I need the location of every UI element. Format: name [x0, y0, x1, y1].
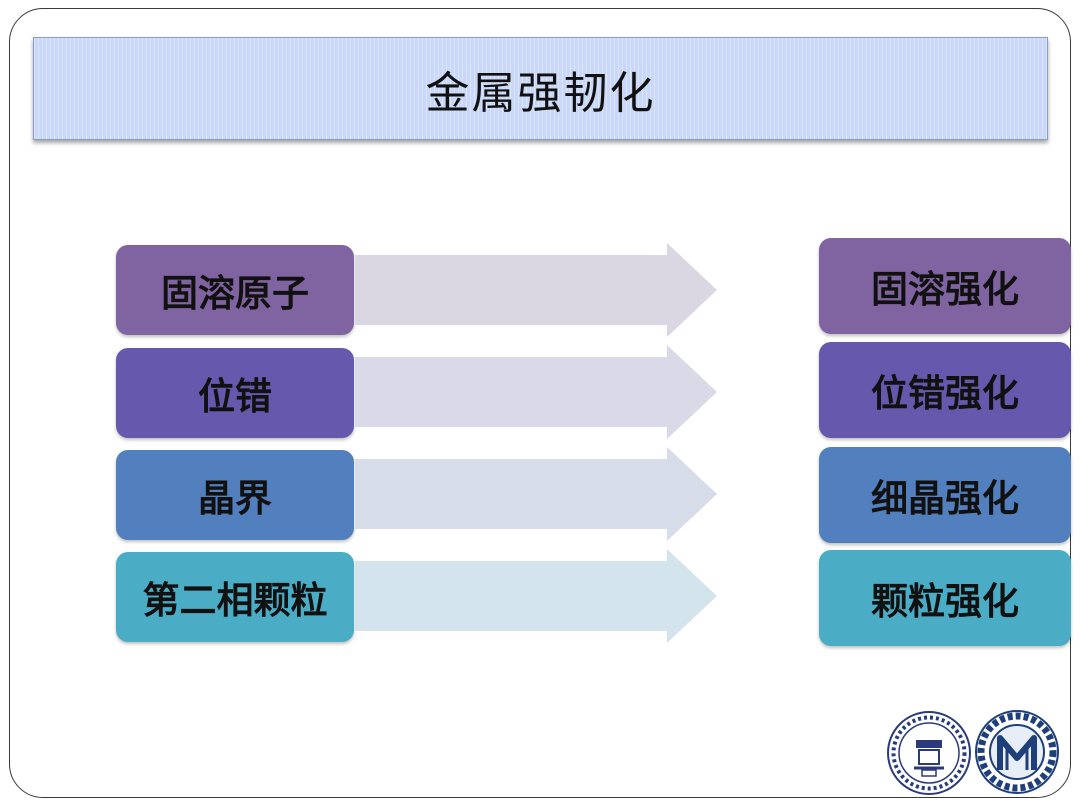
result-label: 位错强化: [871, 371, 1019, 415]
arrow-shape: [355, 345, 717, 439]
source-label: 第二相颗粒: [142, 578, 328, 622]
source-box: 固溶原子: [116, 245, 354, 335]
slide-title: 金属强韧化: [425, 67, 656, 119]
university-seal-logo: [887, 711, 971, 795]
result-box: 固溶强化: [819, 238, 1071, 334]
source-label: 固溶原子: [161, 271, 309, 315]
title-banner: 金属强韧化: [33, 37, 1048, 140]
source-box: 晶界: [116, 450, 354, 540]
mapping-arrow: [355, 345, 717, 439]
result-label: 固溶强化: [871, 267, 1019, 311]
source-label: 晶界: [198, 476, 272, 520]
arrow-shape: [355, 447, 717, 541]
result-box: 位错强化: [819, 342, 1071, 438]
arrow-shape: [355, 243, 717, 337]
result-label: 细晶强化: [871, 476, 1019, 520]
source-box: 位错: [116, 348, 354, 438]
arrow-shape: [355, 549, 717, 643]
mapping-arrow: [355, 549, 717, 643]
school-emblem-logo: [975, 710, 1059, 794]
mapping-arrow: [355, 447, 717, 541]
source-label: 位错: [198, 374, 272, 418]
result-box: 细晶强化: [819, 447, 1071, 543]
result-label: 颗粒强化: [871, 579, 1019, 623]
result-box: 颗粒强化: [819, 550, 1071, 646]
mapping-arrow: [355, 243, 717, 337]
source-box: 第二相颗粒: [116, 552, 354, 642]
